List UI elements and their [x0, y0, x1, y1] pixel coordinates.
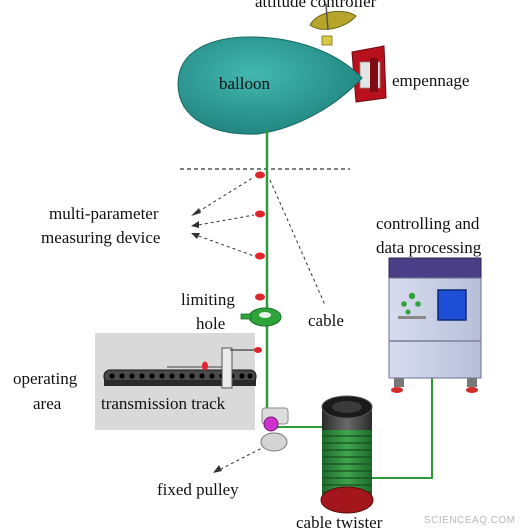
data-cable-line: [360, 378, 433, 479]
sensor-marker: [255, 210, 265, 218]
pointer-arrowheads: [191, 208, 222, 473]
sensor-marker: [255, 293, 265, 301]
fixed-pulley-icon: [260, 407, 289, 452]
label-cable-twister: cable twister: [296, 513, 383, 532]
empennage-icon: [351, 45, 387, 103]
label-attitude-controller: attitude controller: [255, 0, 377, 11]
balloon-icon: [177, 36, 363, 135]
label-transmission-track: transmission track: [101, 394, 226, 413]
control-cabinet-icon: [388, 257, 482, 393]
sensor-marker: [255, 171, 265, 179]
label-cable: cable: [308, 311, 344, 330]
label-operating-line1: operating: [13, 369, 78, 388]
limiting-hole-icon: [240, 307, 282, 327]
watermark: SCIENCEAQ.COM: [424, 515, 516, 526]
pointer-arrows: [192, 176, 326, 473]
attitude-controller-icon: [309, 3, 357, 46]
label-operating-line2: area: [33, 394, 62, 413]
label-limiting-line2: hole: [196, 314, 226, 333]
label-multi-parameter-line2: measuring device: [41, 228, 161, 247]
transmission-track-icon: [103, 347, 262, 389]
cable-twister-icon: [320, 395, 374, 514]
sensor-marker: [255, 252, 265, 260]
label-empennage: empennage: [392, 71, 470, 90]
label-fixed-pulley: fixed pulley: [157, 480, 239, 499]
label-balloon: balloon: [219, 74, 270, 93]
label-controlling-line1: controlling and: [376, 214, 480, 233]
label-controlling-line2: data processing: [376, 238, 482, 257]
label-limiting-line1: limiting: [181, 290, 235, 309]
label-multi-parameter-line1: multi-parameter: [49, 204, 159, 223]
